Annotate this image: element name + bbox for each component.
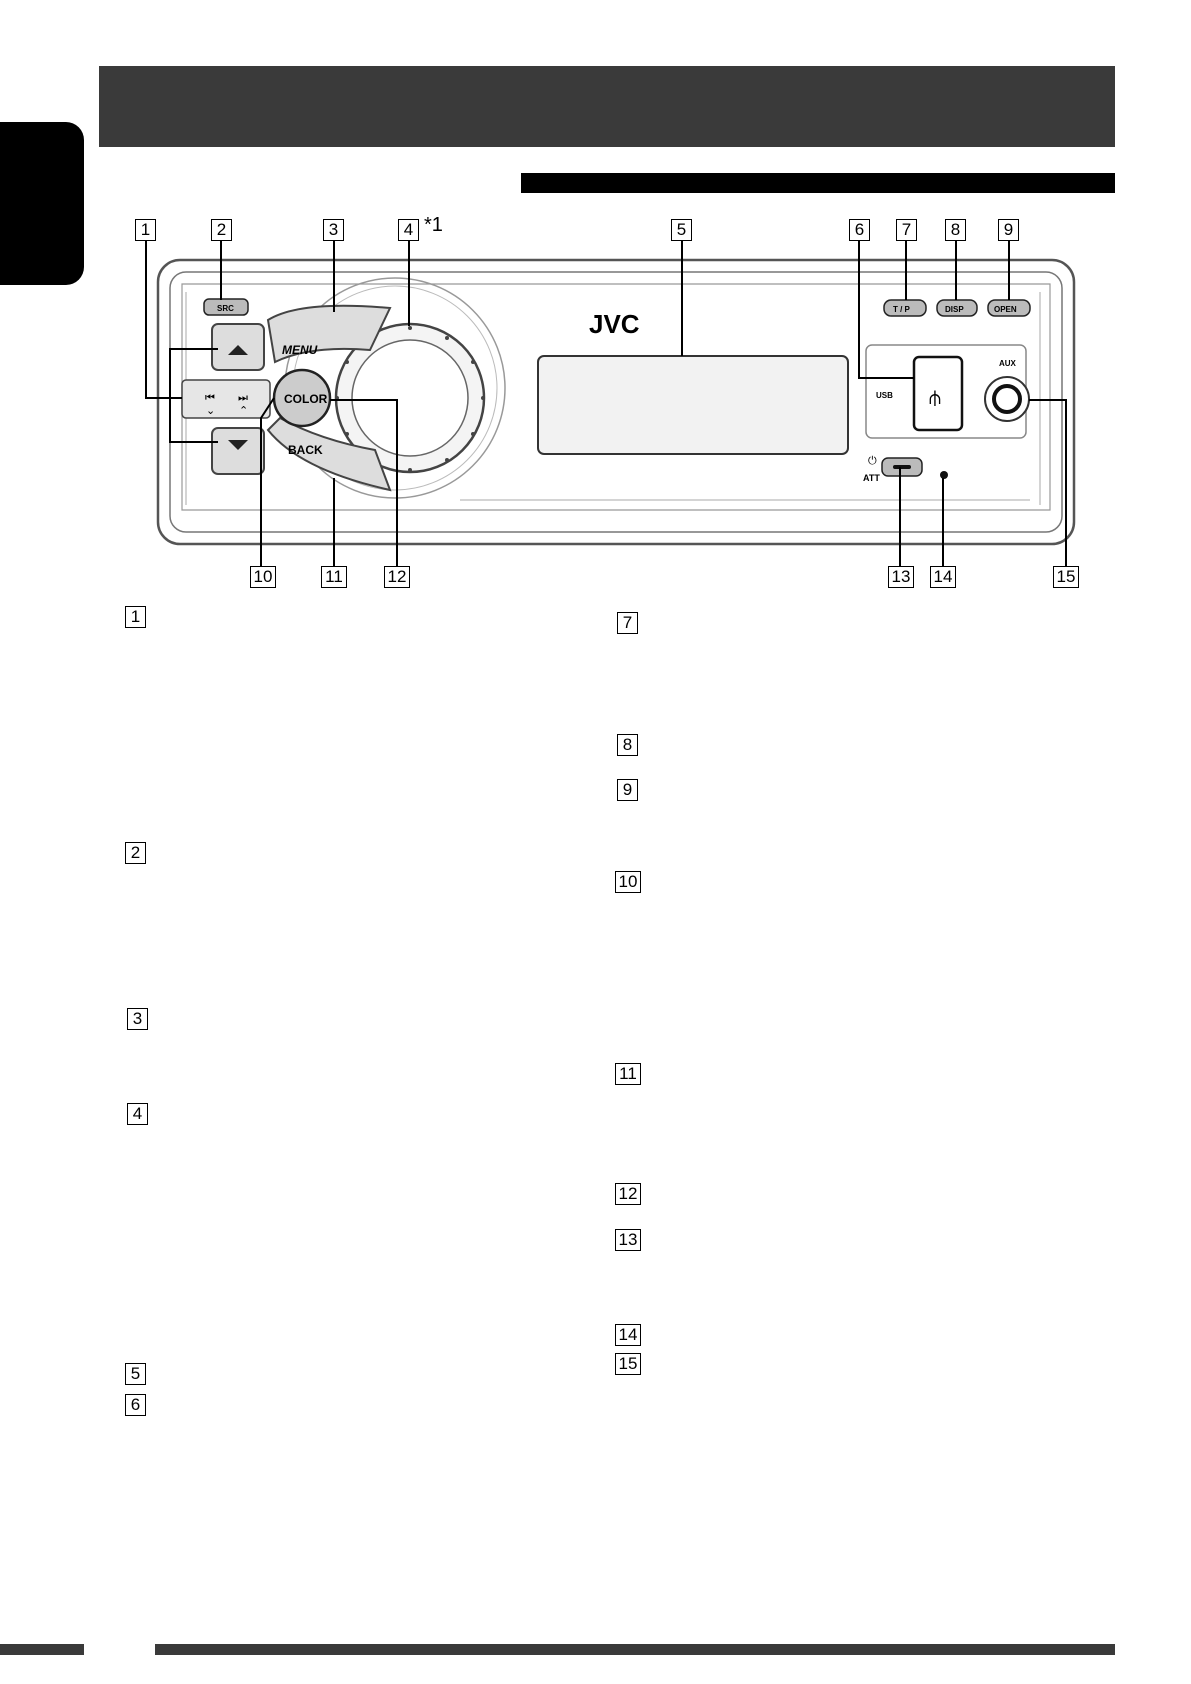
callout-1: 1 (135, 219, 156, 241)
callout-12: 12 (384, 566, 410, 588)
legend-4: 4 (127, 1103, 148, 1125)
callout-7: 7 (896, 219, 917, 241)
usb-label: USB (876, 391, 893, 400)
aux-label: AUX (999, 359, 1017, 368)
disp-label: DISP (945, 305, 964, 314)
svg-text:⌄: ⌄ (206, 404, 215, 417)
legend-1: 1 (125, 606, 146, 628)
open-label: OPEN (994, 305, 1017, 314)
callout-8: 8 (945, 219, 966, 241)
callout-4: 4 (398, 219, 419, 241)
att-label: ATT (863, 473, 880, 483)
control-dial-center (351, 339, 469, 457)
callout-2: 2 (211, 219, 232, 241)
display-window (537, 355, 849, 455)
callout-5: 5 (671, 219, 692, 241)
legend-13: 13 (615, 1229, 641, 1251)
legend-14: 14 (615, 1324, 641, 1346)
skip-buttons (181, 379, 271, 419)
menu-button (266, 304, 392, 364)
skip-forward-icon: ⏭ (238, 391, 248, 404)
callout-11: 11 (321, 566, 347, 588)
legend-9: 9 (617, 779, 638, 801)
legend-3: 3 (127, 1008, 148, 1030)
skip-back-icon: ⏮ (205, 391, 215, 404)
callout-6: 6 (849, 219, 870, 241)
legend-6: 6 (125, 1394, 146, 1416)
svg-text:⌃: ⌃ (239, 404, 248, 417)
down-button (211, 427, 265, 475)
back-button (266, 416, 392, 492)
section-tab (0, 122, 84, 285)
legend-15: 15 (615, 1353, 641, 1375)
legend-10: 10 (615, 871, 641, 893)
legend-7: 7 (617, 612, 638, 634)
legend-11: 11 (615, 1063, 641, 1085)
callout-15: 15 (1053, 566, 1079, 588)
color-label: COLOR (284, 392, 328, 406)
power-icon: ⏻ (868, 454, 877, 467)
page-header-bar (99, 66, 1115, 147)
legend-8: 8 (617, 734, 638, 756)
usb-port (912, 355, 964, 432)
footer-bar-left (0, 1644, 84, 1655)
reset-button (940, 471, 948, 479)
callout-10: 10 (250, 566, 276, 588)
legend-12: 12 (615, 1183, 641, 1205)
footnote-marker: *1 (424, 214, 443, 236)
section-subheader-bar (521, 173, 1115, 193)
callout-14: 14 (930, 566, 956, 588)
footer-bar-right (155, 1644, 1115, 1655)
usb-icon: ⫛ (929, 385, 941, 409)
src-label: SRC (217, 304, 234, 313)
back-label: BACK (288, 443, 323, 457)
legend-2: 2 (125, 842, 146, 864)
menu-label: MENU (282, 343, 318, 357)
jvc-logo: JVC (589, 309, 640, 339)
callout-9: 9 (998, 219, 1019, 241)
legend-5: 5 (125, 1363, 146, 1385)
src-button (203, 298, 249, 316)
tp-label: T / P (893, 305, 911, 314)
callout-13: 13 (888, 566, 914, 588)
callout-3: 3 (323, 219, 344, 241)
